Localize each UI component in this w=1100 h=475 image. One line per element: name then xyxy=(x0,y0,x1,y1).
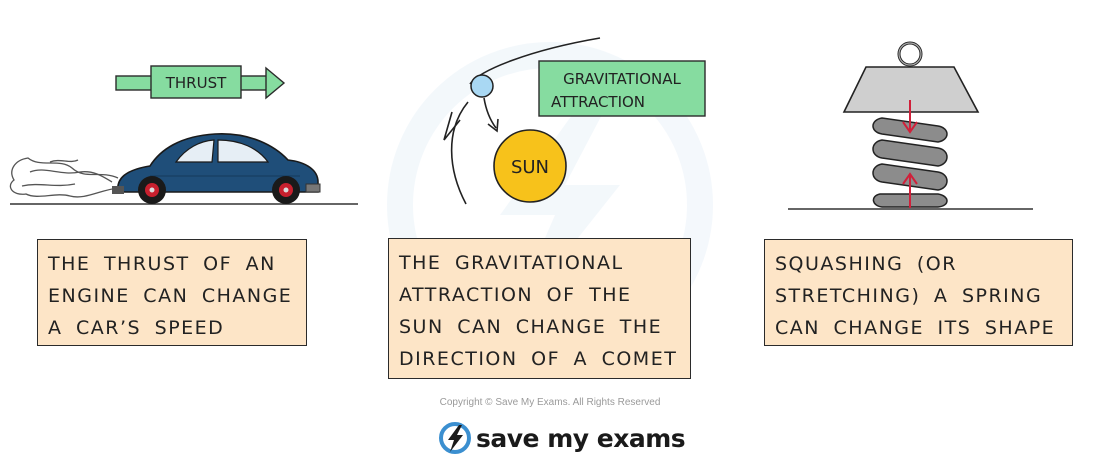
brand-logo: save my exams xyxy=(438,418,686,458)
caption-spring-line: STRETCHING) A SPRING xyxy=(775,285,1043,307)
brand-name: save my exams xyxy=(476,423,686,453)
car xyxy=(112,133,321,204)
thrust-label-box xyxy=(150,65,242,99)
caption-car: THE THRUST OF AN ENGINE CAN CHANGE A CAR… xyxy=(37,239,307,346)
squash-arrows xyxy=(902,100,918,208)
exhaust-smoke xyxy=(9,157,119,198)
copyright-notice: Copyright © Save My Exams. All Rights Re… xyxy=(439,397,661,408)
caption-comet-line: THE GRAVITATIONAL xyxy=(399,252,624,274)
weight xyxy=(842,41,980,113)
gravity-label-line1: GRAVITATIONAL xyxy=(563,70,681,88)
caption-spring-line: CAN CHANGE ITS SHAPE xyxy=(775,317,1056,339)
comet xyxy=(470,74,494,98)
caption-car-line: ENGINE CAN CHANGE xyxy=(48,285,293,307)
thrust-label: THRUST xyxy=(165,74,227,92)
sun-label: SUN xyxy=(511,157,549,178)
lightning-bolt-icon xyxy=(439,422,471,454)
sun xyxy=(493,129,567,203)
caption-car-line: A CAR’S SPEED xyxy=(48,317,225,339)
gravity-label-line2: ATTRACTION xyxy=(551,93,645,111)
caption-spring: SQUASHING (OR STRETCHING) A SPRING CAN C… xyxy=(764,239,1073,346)
caption-car-line: THE THRUST OF AN xyxy=(48,253,276,275)
caption-comet-line: SUN CAN CHANGE THE xyxy=(399,316,663,338)
caption-comet-line: DIRECTION OF A COMET xyxy=(399,348,678,370)
thrust-arrow xyxy=(115,66,286,100)
caption-comet: THE GRAVITATIONAL ATTRACTION OF THE SUN … xyxy=(388,238,691,379)
gravity-label-box xyxy=(538,60,706,117)
caption-spring-line: SQUASHING (OR xyxy=(775,253,957,275)
gravity-arrow xyxy=(483,97,499,133)
caption-comet-line: ATTRACTION OF THE xyxy=(399,284,632,306)
